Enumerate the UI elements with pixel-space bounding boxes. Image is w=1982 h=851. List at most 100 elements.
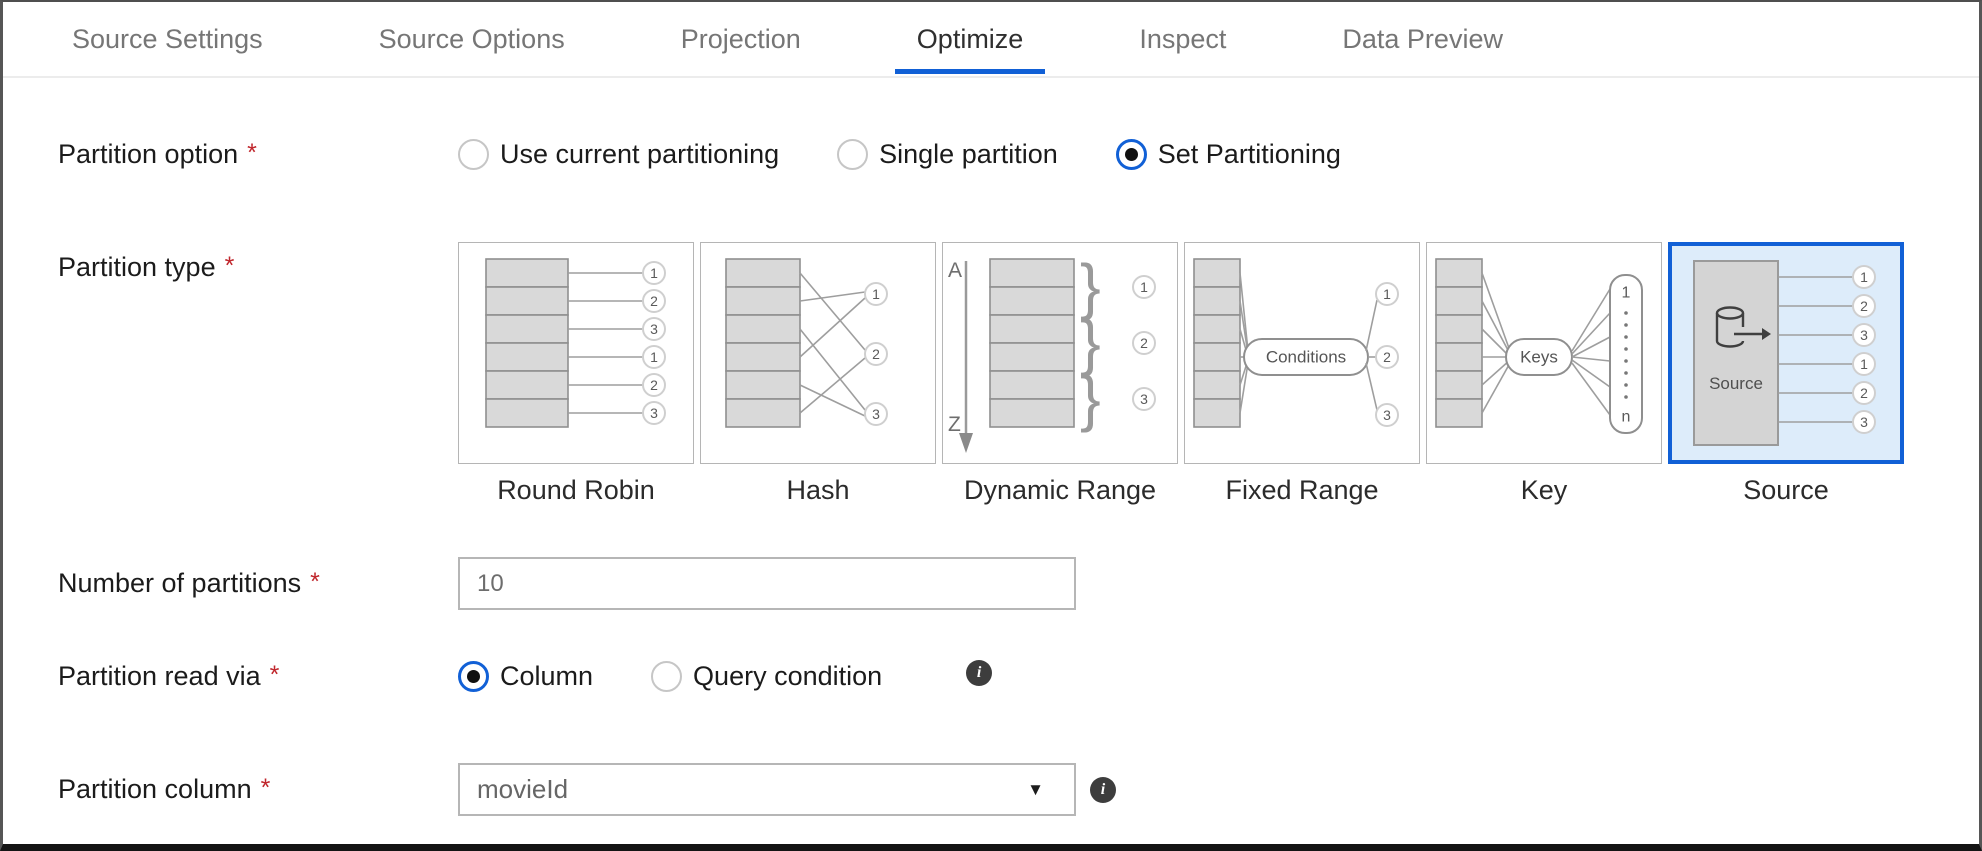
label-text: Number of partitions	[58, 568, 302, 598]
radio-set-partitioning[interactable]: Set Partitioning	[1115, 138, 1341, 170]
range-start-label: A	[948, 259, 962, 282]
info-icon[interactable]: i	[966, 660, 993, 686]
number-of-partitions-row: Number of partitions *	[58, 557, 1979, 610]
radio-use-current-partitioning[interactable]: Use current partitioning	[458, 138, 780, 170]
partition-read-via-label: Partition read via *	[58, 661, 458, 692]
partition-column-row: Partition column * movieId ▼ i	[58, 763, 1979, 816]
radio-circle-selected-icon	[1115, 138, 1147, 170]
optimize-content: Partition option * Use current partitioni…	[3, 136, 1979, 816]
output-number: 1	[872, 286, 880, 302]
partition-option-radio-group: Use current partitioning Single partitio…	[458, 138, 1341, 170]
required-asterisk: *	[310, 568, 320, 596]
source-card-selected: Source 1 2	[1668, 242, 1904, 464]
partition-option-label: Partition option *	[58, 139, 458, 170]
radio-column[interactable]: Column	[458, 660, 594, 692]
key-last-output: n	[1622, 409, 1631, 426]
tab-data-preview[interactable]: Data Preview	[1342, 23, 1503, 54]
card-label: Round Robin	[497, 475, 655, 505]
radio-label: Column	[500, 660, 594, 691]
dynamic-range-diagram: A Z }	[948, 253, 1156, 453]
partition-type-card-dynamic-range[interactable]: A Z }	[942, 242, 1178, 506]
key-diagram: Keys 1 n	[1435, 258, 1643, 434]
output-number: 2	[1860, 298, 1868, 314]
label-text: Partition type	[58, 252, 216, 282]
partition-type-card-source[interactable]: Source 1 2	[1668, 242, 1904, 506]
info-icon[interactable]: i	[1090, 776, 1116, 803]
dropdown-selected-value: movieId	[477, 774, 569, 804]
key-first-output: 1	[1622, 285, 1631, 302]
keys-node-label: Keys	[1520, 348, 1558, 367]
output-number: 1	[650, 265, 658, 281]
partition-type-card-hash[interactable]: 1 2 3 Hash	[700, 242, 936, 506]
label-text: Partition column	[58, 774, 252, 804]
tab-bar: Source Settings Source Options Projectio…	[3, 2, 1979, 78]
partition-read-via-radio-group: Column Query condition	[458, 660, 883, 692]
radio-single-partition[interactable]: Single partition	[837, 138, 1058, 170]
tab-projection[interactable]: Projection	[680, 23, 801, 54]
output-number: 2	[1860, 385, 1868, 401]
output-number: 2	[1383, 349, 1391, 365]
brace-glyph: }	[1080, 253, 1101, 322]
output-number: 2	[650, 293, 658, 309]
hash-diagram: 1 2 3	[725, 258, 888, 428]
chevron-down-icon: ▼	[1027, 779, 1044, 799]
radio-circle-selected-icon	[458, 660, 489, 692]
partition-option-row: Partition option * Use current partitioni…	[58, 136, 1979, 172]
required-asterisk: *	[260, 774, 271, 802]
output-number: 3	[1860, 327, 1868, 343]
number-of-partitions-input[interactable]	[458, 557, 1076, 610]
output-number: 2	[872, 346, 880, 362]
partition-type-cards: 1 2 3 1 2 3 Round Robin	[458, 242, 1904, 506]
tab-source-settings[interactable]: Source Settings	[72, 23, 263, 54]
partition-column-dropdown[interactable]: movieId ▼	[458, 763, 1076, 816]
required-asterisk: *	[269, 660, 280, 689]
brace-glyph: }	[1080, 365, 1101, 434]
partition-column-label: Partition column *	[58, 774, 458, 805]
fixed-range-diagram: Conditions 1 2 3	[1193, 258, 1399, 428]
partition-type-card-fixed-range[interactable]: Conditions 1 2 3	[1184, 242, 1420, 506]
label-text: Partition option	[58, 138, 239, 169]
output-number: 2	[650, 377, 658, 393]
output-number: 3	[1140, 391, 1148, 407]
card-label: Key	[1520, 475, 1568, 505]
output-number: 1	[650, 349, 658, 365]
partition-type-card-round-robin[interactable]: 1 2 3 1 2 3 Round Robin	[458, 242, 694, 506]
radio-circle-icon	[837, 138, 869, 170]
card-label: Source	[1743, 475, 1829, 505]
radio-query-condition[interactable]: Query condition	[651, 660, 883, 692]
card-label: Dynamic Range	[963, 475, 1157, 505]
radio-circle-icon	[651, 660, 683, 692]
source-node-label: Source	[1709, 374, 1763, 393]
required-asterisk: *	[224, 252, 235, 280]
partition-type-card-key[interactable]: Keys 1 n	[1426, 242, 1662, 506]
number-of-partitions-label: Number of partitions *	[58, 568, 458, 599]
output-number: 2	[1140, 335, 1148, 351]
key-card: Keys 1 n	[1426, 242, 1662, 464]
output-number: 1	[1860, 269, 1868, 285]
source-diagram: Source 1 2	[1693, 260, 1876, 446]
output-number: 3	[650, 321, 658, 337]
radio-label: Set Partitioning	[1157, 138, 1341, 169]
output-number: 3	[872, 406, 880, 422]
partition-read-via-row: Partition read via * Column Query conditi…	[58, 658, 1979, 694]
brace-glyph: }	[1080, 309, 1101, 378]
database-export-icon	[1715, 306, 1771, 348]
radio-label: Single partition	[879, 138, 1058, 169]
required-asterisk: *	[247, 138, 257, 167]
tab-optimize[interactable]: Optimize	[894, 2, 1046, 76]
round-robin-card: 1 2 3 1 2 3	[458, 242, 694, 464]
partition-type-row: Partition type *	[58, 242, 1979, 506]
tab-source-options[interactable]: Source Options	[378, 23, 565, 54]
card-label: Hash	[786, 475, 850, 505]
hash-card: 1 2 3	[700, 242, 936, 464]
radio-label: Use current partitioning	[500, 138, 780, 169]
label-text: Partition read via	[58, 660, 261, 691]
output-number: 1	[1860, 356, 1868, 372]
card-label: Fixed Range	[1225, 475, 1379, 505]
tab-inspect[interactable]: Inspect	[1139, 23, 1227, 54]
dynamic-range-card: A Z }	[942, 242, 1178, 464]
partition-type-label: Partition type *	[58, 242, 458, 283]
radio-label: Query condition	[693, 660, 883, 691]
output-number: 3	[650, 405, 658, 421]
